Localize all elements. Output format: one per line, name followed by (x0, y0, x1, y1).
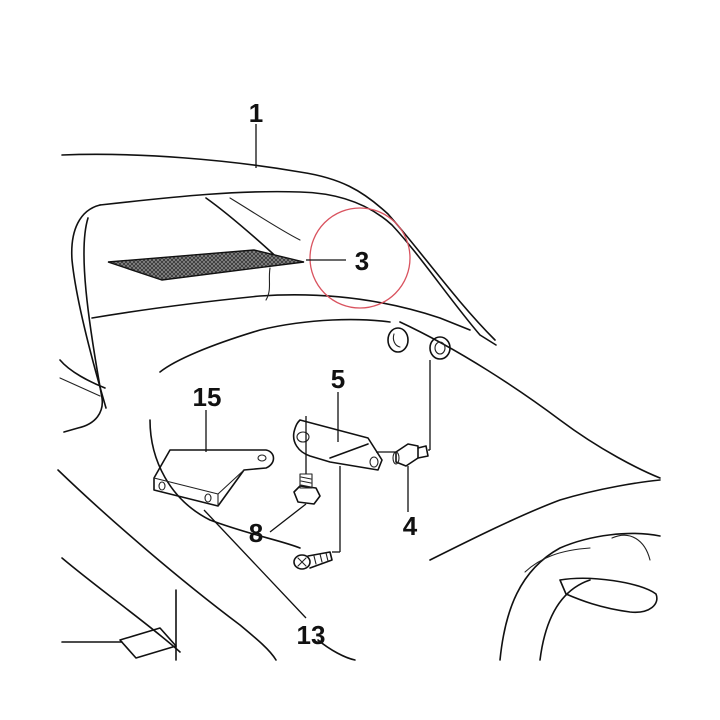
mesh-insert (107, 249, 305, 301)
hex-nut (293, 473, 321, 505)
highlight-circle (309, 207, 411, 309)
part-label-13: 13 (297, 620, 326, 650)
part-label-4: 4 (403, 511, 418, 541)
hinge-bracket (292, 419, 383, 471)
leader-lines (203, 124, 431, 619)
grommet-right (429, 336, 451, 360)
mounting-plate (153, 449, 275, 507)
part-label-8: 8 (249, 518, 263, 548)
screw-spacer (392, 443, 429, 467)
part-label-5: 5 (331, 364, 345, 394)
part-label-15: 15 (193, 382, 222, 412)
bolt (293, 551, 333, 570)
grommet-left (387, 327, 409, 353)
part-label-3: 3 (355, 246, 369, 276)
rear-body-panel (57, 153, 661, 661)
part-label-1: 1 (249, 98, 263, 128)
